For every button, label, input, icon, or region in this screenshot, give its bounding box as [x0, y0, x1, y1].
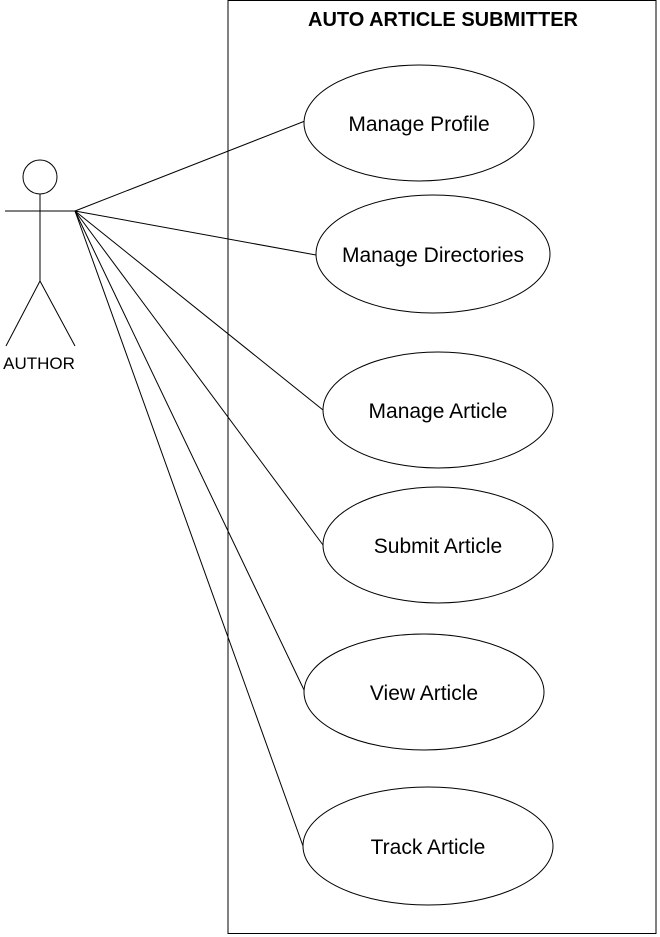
use-case-submit-article: Submit Article — [322, 486, 554, 604]
actor-left-leg — [5, 280, 41, 347]
use-case-manage-profile: Manage Profile — [303, 64, 535, 182]
use-case-view-article: View Article — [303, 633, 545, 751]
use-case-label: Manage Article — [369, 400, 508, 423]
use-case-manage-article: Manage Article — [322, 351, 554, 469]
association-manage-profile — [74, 120, 306, 212]
actor-head — [22, 159, 58, 195]
use-case-ellipse — [302, 786, 554, 906]
association-manage-directories — [74, 210, 317, 256]
use-case-ellipse — [322, 351, 554, 469]
use-case-manage-directories: Manage Directories — [315, 194, 551, 314]
use-case-label: Track Article — [371, 836, 486, 859]
use-case-label: Manage Directories — [342, 244, 524, 267]
system-title: AUTO ARTICLE SUBMITTER — [308, 9, 579, 31]
use-case-label: View Article — [370, 682, 478, 705]
actor-label: AUTHOR — [3, 354, 75, 373]
use-case-label: Submit Article — [374, 535, 502, 558]
use-case-label: Manage Profile — [348, 113, 489, 136]
use-case-ellipse — [322, 486, 554, 604]
use-case-ellipse — [303, 64, 535, 182]
associations — [74, 120, 324, 847]
use-case-track-article: Track Article — [302, 786, 554, 906]
actor-author: AUTHOR — [3, 159, 76, 373]
system-boundary — [227, 0, 657, 934]
association-view-article — [74, 210, 306, 693]
use-case-ellipse — [303, 633, 545, 751]
use-case-ellipse — [315, 194, 551, 314]
association-manage-article — [74, 210, 324, 411]
association-submit-article — [74, 210, 324, 546]
association-track-article — [74, 210, 304, 847]
actor-right-leg — [39, 280, 76, 347]
